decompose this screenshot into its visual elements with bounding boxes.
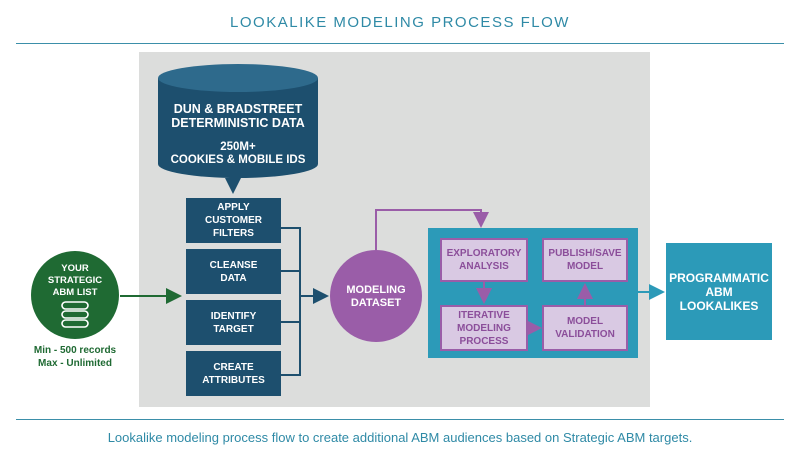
arrow-dataset-to-exploratory <box>375 209 489 250</box>
abm-list-line3: ABM LIST <box>53 287 98 298</box>
abm-list-circle: YOUR STRATEGIC ABM LIST <box>31 251 119 339</box>
database-cylinder: DUN & BRADSTREET DETERMINISTIC DATA 250M… <box>158 64 318 178</box>
publish-save-model-box: PUBLISH/SAVE MODEL <box>542 238 628 282</box>
iterative-modeling-process-box: ITERATIVE MODELING PROCESS <box>440 305 528 351</box>
abm-list-line2: STRATEGIC <box>48 275 102 286</box>
step-identify-target: IDENTIFY TARGET <box>186 300 281 345</box>
database-stack-icon <box>61 301 89 328</box>
database-label-line1: DUN & BRADSTREET <box>174 102 303 116</box>
abm-list-min: Min - 500 records <box>34 345 117 356</box>
abm-list-max: Max - Unlimited <box>38 358 112 369</box>
step-apply-customer-filters: APPLY CUSTOMER FILTERS <box>186 198 281 243</box>
steps-bracket <box>281 227 301 376</box>
diagram-title: LOOKALIKE MODELING PROCESS FLOW <box>230 14 570 31</box>
caption-divider <box>16 419 784 420</box>
model-validation-box: MODEL VALIDATION <box>542 305 628 351</box>
programmatic-abm-lookalikes-box: PROGRAMMATIC ABM LOOKALIKES <box>666 243 772 340</box>
diagram-caption: Lookalike modeling process flow to creat… <box>107 430 693 445</box>
step-create-attributes: CREATE ATTRIBUTES <box>186 351 281 396</box>
modeling-dataset-line1: MODELING <box>346 284 405 296</box>
database-label-line2: DETERMINISTIC DATA <box>171 116 305 130</box>
abm-list-line1: YOUR <box>61 263 89 274</box>
database-label-line4: COOKIES & MOBILE IDS <box>171 154 306 166</box>
step-cleanse-data: CLEANSE DATA <box>186 249 281 294</box>
database-label-line3: 250M+ <box>220 141 256 153</box>
modeling-dataset-circle: MODELING DATASET <box>330 250 422 342</box>
modeling-dataset-line2: DATASET <box>351 297 402 309</box>
exploratory-analysis-box: EXPLORATORY ANALYSIS <box>440 238 528 282</box>
title-divider <box>16 43 784 44</box>
